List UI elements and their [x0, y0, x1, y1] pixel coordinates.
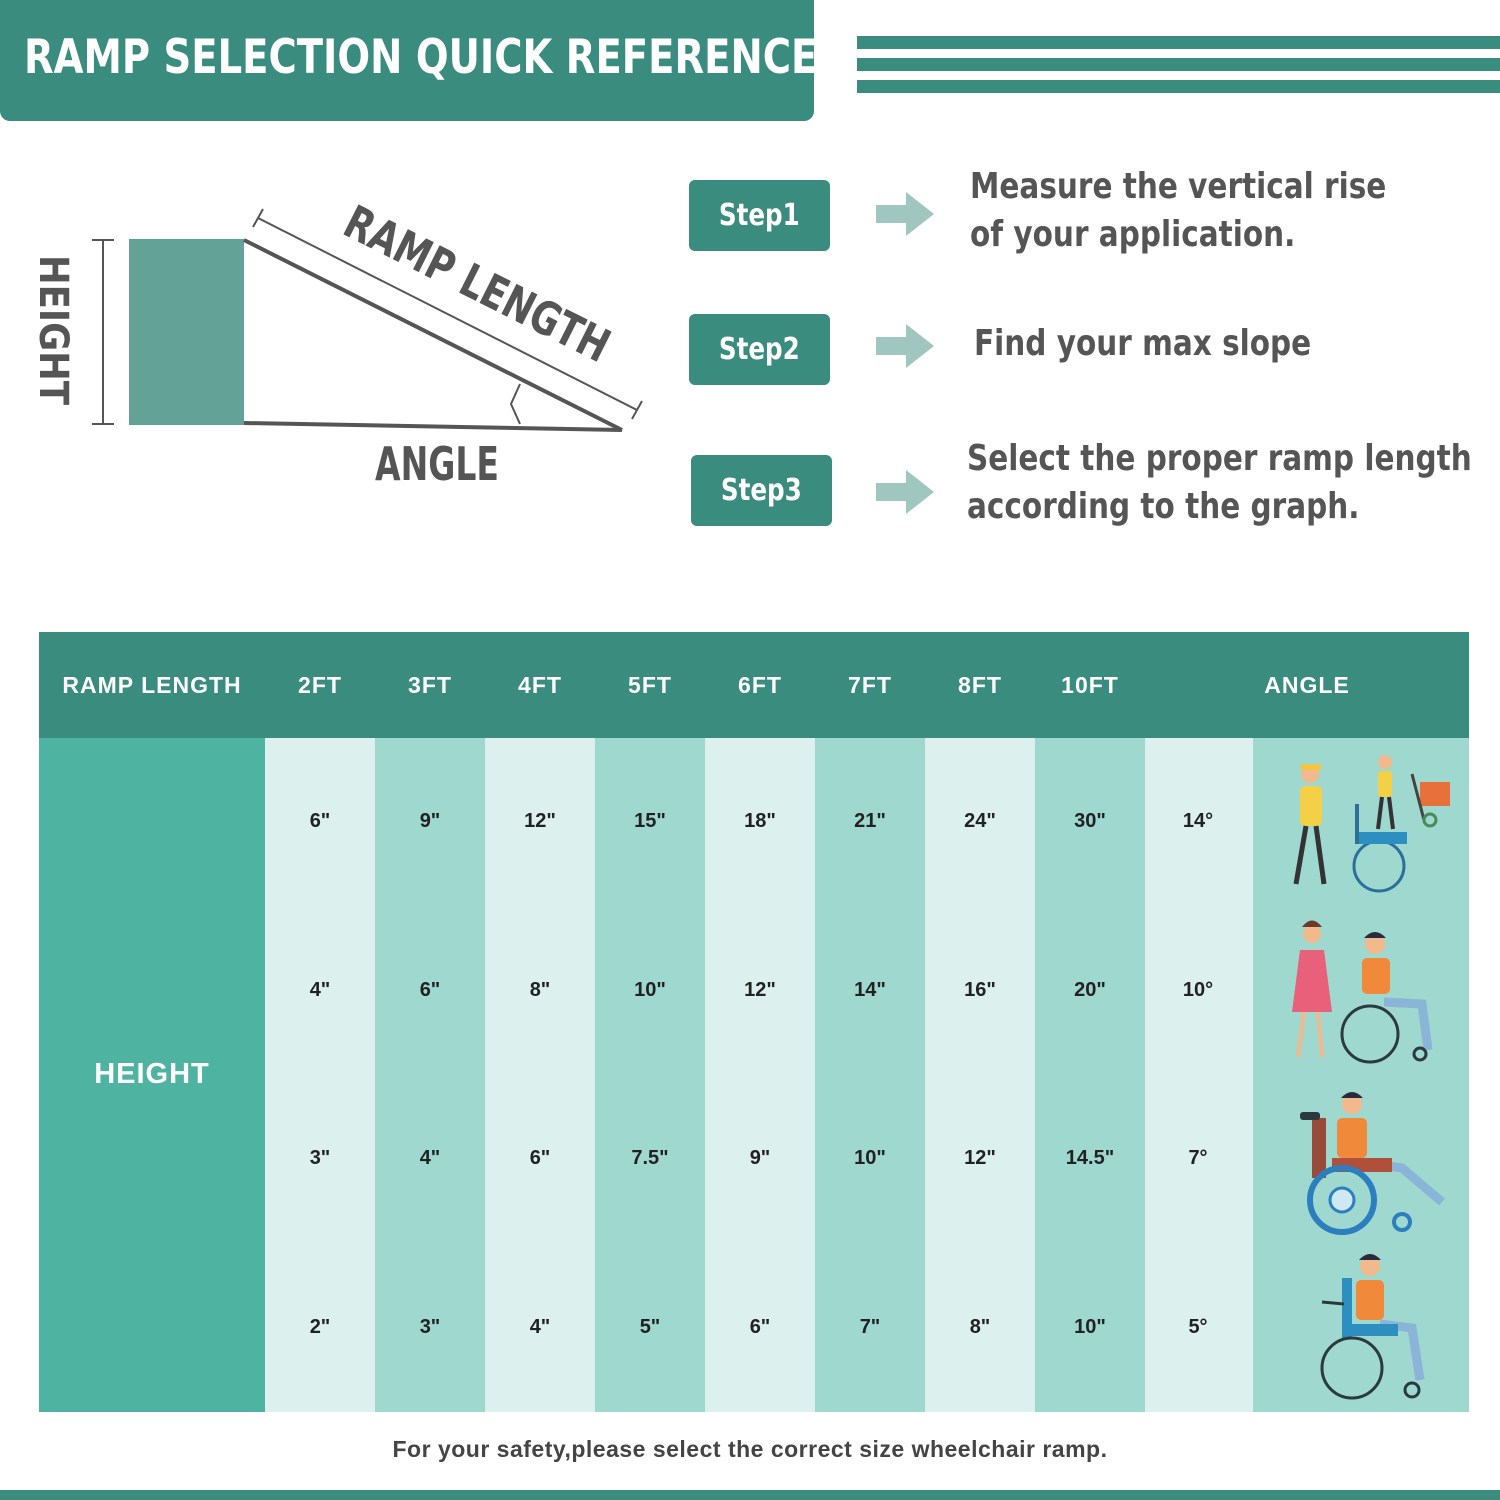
header-angle: ANGLE [1264, 671, 1350, 698]
table-cell: 12" [744, 979, 776, 1001]
step3-text: Select the proper ramp length according … [967, 438, 1472, 527]
table-cell: 7.5" [631, 1147, 669, 1169]
page-title: RAMP SELECTION QUICK REFERENCE [24, 30, 818, 85]
rise-block [129, 239, 244, 425]
table-cell: 18" [744, 810, 776, 832]
table-cell: 9" [419, 810, 441, 832]
table-cell: 15" [634, 810, 666, 832]
table-cell: 8" [529, 979, 551, 1001]
decorative-stripe [857, 80, 1500, 93]
column-10ft [1035, 738, 1145, 1412]
column-angle [1145, 738, 1253, 1412]
header-3ft: 3FT [408, 671, 452, 698]
safety-note: For your safety,please select the correc… [392, 1436, 1108, 1462]
table-cell: 10" [854, 1147, 886, 1169]
table-cell: 21" [854, 810, 886, 832]
wheelchair-with-helper-and-delivery-icon [1293, 755, 1450, 893]
step2-text: Find your max slope [974, 323, 1312, 364]
header-2ft: 2FT [298, 671, 342, 698]
self-propelled-wheelchair-icon [1300, 1092, 1445, 1235]
header-6ft: 6FT [738, 671, 782, 698]
header-ramp-length: RAMP LENGTH [62, 671, 242, 698]
table-cell: 3" [419, 1316, 441, 1338]
step2-badge: Step2 [689, 314, 830, 385]
table-cell: 6" [749, 1316, 771, 1338]
step3-badge: Step3 [691, 455, 832, 526]
diagram-height-label: HEIGHT [30, 255, 76, 406]
table-cell: 10" [1074, 1316, 1106, 1338]
table-cell: 4" [419, 1147, 441, 1169]
angle-cell: 7° [1188, 1147, 1208, 1169]
column-8ft [925, 738, 1035, 1412]
table-cell: 6" [529, 1147, 551, 1169]
decorative-stripe [857, 36, 1500, 49]
table-cell: 6" [419, 979, 441, 1001]
table-cell: 6" [309, 810, 331, 832]
column-4ft [485, 738, 595, 1412]
header-7ft: 7FT [848, 671, 892, 698]
header-10ft: 10FT [1061, 671, 1119, 698]
column-7ft [815, 738, 925, 1412]
table-cell: 30" [1074, 810, 1106, 832]
bottom-bar [0, 1490, 1500, 1500]
arrow-right-icon [876, 192, 934, 236]
diagram-ramp-length-label: RAMP LENGTH [336, 194, 619, 373]
table-cell: 14" [854, 979, 886, 1001]
table-cell: 5" [639, 1316, 661, 1338]
table-cell: 10" [634, 979, 666, 1001]
table-cell: 2" [309, 1316, 331, 1338]
table-cell: 9" [749, 1147, 771, 1169]
ramp-diagram: HEIGHT RAMP LENGTH ANGLE [30, 194, 643, 491]
arrow-right-icon [876, 324, 934, 368]
angle-cell: 5° [1188, 1316, 1208, 1338]
diagram-angle-label: ANGLE [375, 437, 499, 491]
table-cell: 4" [529, 1316, 551, 1338]
arrow-right-icon [876, 470, 934, 514]
table-cell: 7" [859, 1316, 881, 1338]
wheelchair-user-icon [1320, 1254, 1425, 1400]
decorative-stripe [857, 58, 1500, 71]
angle-cell: 10° [1182, 979, 1214, 1001]
table-cell: 20" [1074, 979, 1106, 1001]
height-column: HEIGHT [39, 738, 265, 1412]
table-header-row: RAMP LENGTH 2FT 3FT 4FT 5FT 6FT 7FT 8FT … [39, 632, 1469, 738]
table-cell: 12" [524, 810, 556, 832]
title-banner [0, 0, 814, 121]
wheelchair-with-caregiver-icon [1292, 920, 1433, 1064]
step1-text: Measure the vertical rise of your applic… [970, 166, 1387, 255]
row-label-height: HEIGHT [94, 1058, 210, 1090]
step1-badge: Step1 [689, 180, 830, 251]
table-cell: 3" [309, 1147, 331, 1169]
table-cell: 16" [964, 979, 996, 1001]
header-8ft: 8FT [958, 671, 1002, 698]
column-3ft [375, 738, 485, 1412]
ramp-size-table: RAMP LENGTH 2FT 3FT 4FT 5FT 6FT 7FT 8FT … [39, 632, 1469, 1412]
column-2ft [265, 738, 375, 1412]
angle-cell: 14° [1182, 810, 1214, 832]
header-5ft: 5FT [628, 671, 672, 698]
table-cell: 24" [964, 810, 996, 832]
table-cell: 12" [964, 1147, 996, 1169]
table-cell: 14.5" [1065, 1147, 1115, 1169]
table-cell: 4" [309, 979, 331, 1001]
column-5ft [595, 738, 705, 1412]
table-cell: 8" [969, 1316, 991, 1338]
header-4ft: 4FT [518, 671, 562, 698]
column-6ft [705, 738, 815, 1412]
